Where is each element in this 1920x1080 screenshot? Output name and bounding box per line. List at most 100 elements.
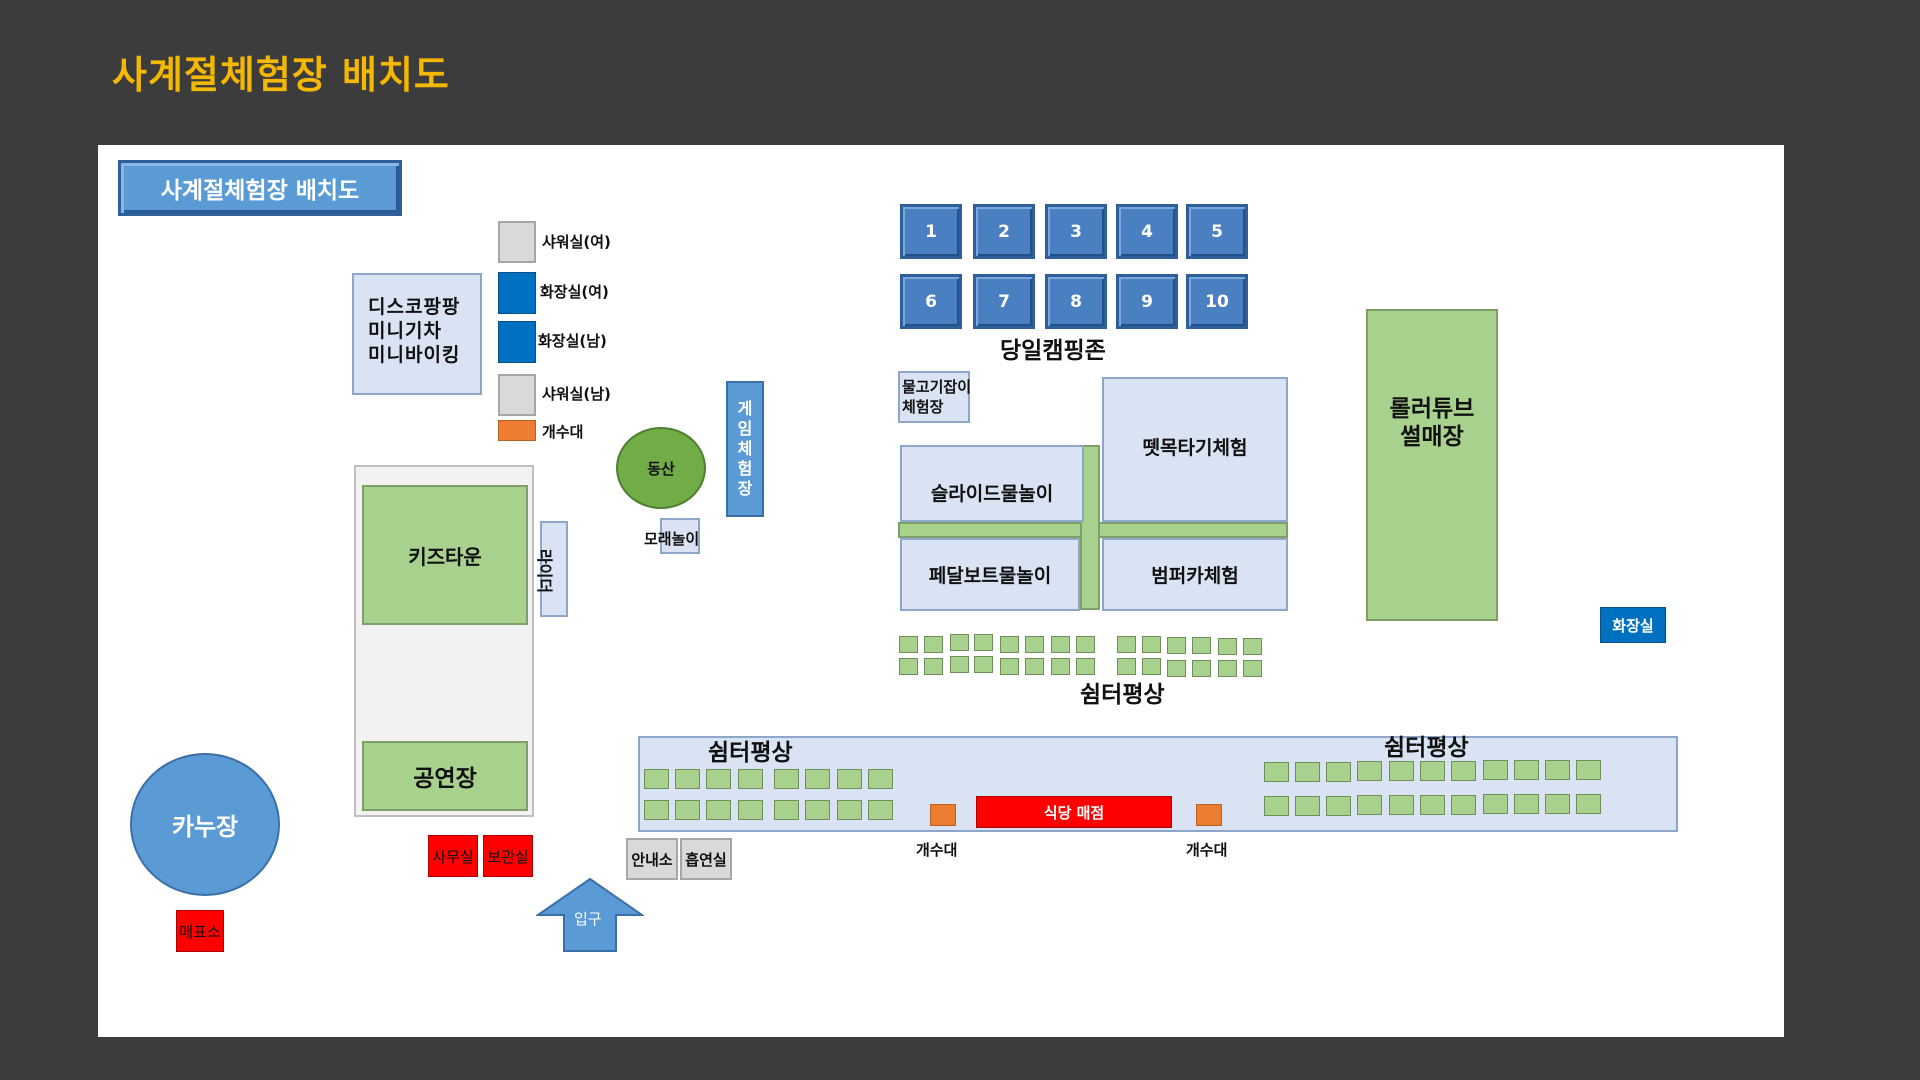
rides-zone-label: 디스코팡팡 미니기차 미니바이킹 [368, 296, 461, 366]
shelter-label-center: 쉼터평상 [1080, 682, 1165, 708]
shelter-bed [1264, 762, 1289, 782]
shelter-bed [1243, 638, 1262, 655]
shelter-bed [1389, 795, 1414, 815]
shelter-bed [1264, 796, 1289, 816]
pedal-boat-play: 페달보트물놀이 [900, 538, 1080, 611]
camp-site-6: 6 [900, 274, 962, 329]
shelter-bed [1000, 636, 1019, 653]
shelter-bed [1545, 760, 1570, 780]
shelter-bed [1576, 760, 1601, 780]
camp-site-9: 9 [1116, 274, 1178, 329]
shelter-bed [1218, 660, 1237, 677]
shelter-bed [738, 769, 763, 789]
shelter-bed [1420, 761, 1445, 781]
shelter-bed [1117, 658, 1136, 675]
shelter-bed [1483, 794, 1508, 814]
shower-men-label: 샤워실(남) [542, 385, 611, 403]
shelter-bed [899, 636, 918, 653]
rider-track [540, 521, 568, 617]
camp-site-7: 7 [973, 274, 1035, 329]
water-channel-v [1080, 445, 1100, 610]
shelter-bed [1514, 760, 1539, 780]
toilet-men-block [498, 321, 536, 363]
shelter-bed [774, 800, 799, 820]
shower-men-block [498, 374, 536, 416]
shower-women-block [498, 221, 536, 263]
shelter-bed [1295, 762, 1320, 782]
toilet-men-label: 화장실(남) [538, 332, 607, 350]
shelter-bed [1025, 658, 1044, 675]
entrance-label: 입구 [574, 910, 602, 928]
shelter-bed [1167, 637, 1186, 654]
shelter-bed [974, 656, 993, 673]
shelter-bed [1243, 660, 1262, 677]
shelter-bed [1451, 761, 1476, 781]
fishing-label: 물고기잡이 체험장 [902, 378, 972, 416]
shelter-label-right: 쉼터평상 [1384, 735, 1469, 761]
shelter-bed [1357, 761, 1382, 781]
shelter-bed [706, 769, 731, 789]
shelter-bed [1051, 636, 1070, 653]
shelter-bed [924, 636, 943, 653]
shelter-bed [1142, 636, 1161, 653]
rider-label: 라이더 [535, 548, 555, 594]
map-header-badge: 사계절체험장 배치도 [118, 160, 402, 216]
shelter-bed [805, 769, 830, 789]
fishing-zone [898, 371, 970, 423]
game-zone: 게 임 체 험 장 [726, 381, 764, 517]
shelter-bed [924, 658, 943, 675]
raft-experience: 뗏목타기체험 [1102, 377, 1288, 522]
bumper-car: 범퍼카체험 [1102, 538, 1288, 611]
shelter-bed [738, 800, 763, 820]
info-desk: 안내소 [626, 838, 678, 880]
sand-play-label: 모래놀이 [644, 530, 700, 548]
shelter-bed [868, 800, 893, 820]
shelter-bed [868, 769, 893, 789]
shelter-bed [950, 634, 969, 651]
facility-map: 사계절체험장 배치도 샤워실(여) 화장실(여) 화장실(남) 샤워실(남) 개… [98, 145, 1784, 1037]
shelter-bed [1051, 658, 1070, 675]
shelter-bed [1218, 638, 1237, 655]
slide-water-play: 슬라이드물놀이 [900, 445, 1084, 522]
shelter-bed [1389, 761, 1414, 781]
shelter-bed [675, 769, 700, 789]
entrance-arrow-icon [536, 877, 644, 952]
ticket-office: 매표소 [176, 910, 224, 952]
shelter-label-left: 쉼터평상 [708, 740, 793, 766]
shelter-bed [1326, 762, 1351, 782]
sink-label: 개수대 [542, 423, 584, 441]
shelter-bed [1192, 637, 1211, 654]
shelter-bed [675, 800, 700, 820]
shelter-bed [644, 769, 669, 789]
office: 사무실 [428, 835, 478, 877]
stage: 공연장 [362, 741, 528, 811]
restaurant: 식당 매점 [976, 796, 1172, 828]
shelter-bed [1295, 796, 1320, 816]
shelter-bed [1192, 660, 1211, 677]
camping-zone-label: 당일캠핑존 [1000, 338, 1106, 364]
shelter-bed [899, 658, 918, 675]
shelter-bed [774, 769, 799, 789]
sink-right-block [1196, 804, 1222, 826]
roller-sled-zone: 롤러튜브 썰매장 [1366, 309, 1498, 621]
shelter-bed [1025, 636, 1044, 653]
sink-left-block [930, 804, 956, 826]
shelter-bed [1117, 636, 1136, 653]
camp-site-3: 3 [1045, 204, 1107, 259]
hill-circle: 동산 [616, 427, 706, 509]
page-title: 사계절체험장 배치도 [112, 53, 450, 97]
camp-site-2: 2 [973, 204, 1035, 259]
sink-left-label: 개수대 [916, 841, 958, 859]
shelter-bed [1545, 794, 1570, 814]
camp-site-1: 1 [900, 204, 962, 259]
shelter-bed [1357, 795, 1382, 815]
kids-town: 키즈타운 [362, 485, 528, 625]
shelter-bed [1326, 796, 1351, 816]
smoking-room: 흡연실 [680, 838, 732, 880]
camp-site-4: 4 [1116, 204, 1178, 259]
shelter-bed [950, 656, 969, 673]
shelter-bed [1420, 795, 1445, 815]
camp-site-10: 10 [1186, 274, 1248, 329]
toilet-right: 화장실 [1600, 607, 1666, 643]
camp-site-8: 8 [1045, 274, 1107, 329]
